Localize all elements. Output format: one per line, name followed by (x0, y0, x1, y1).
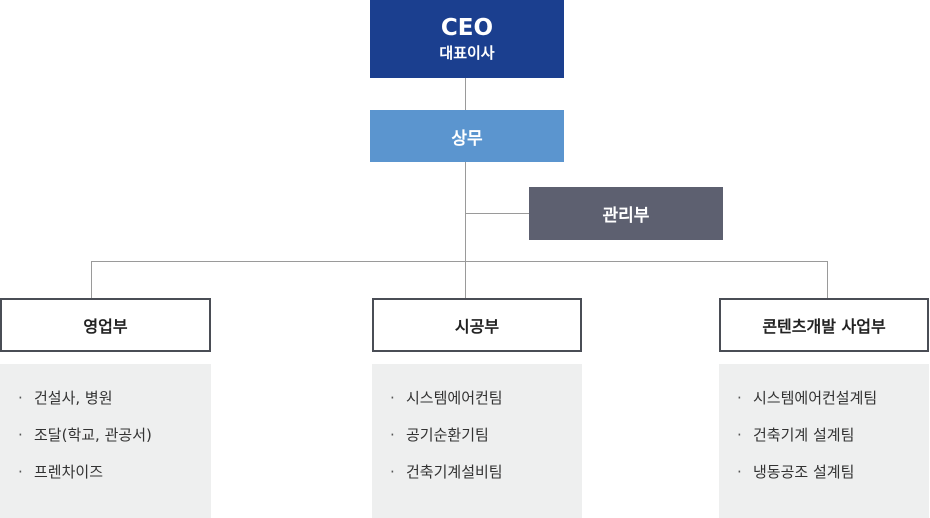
executive-label: 상무 (451, 128, 483, 149)
item-label: 건설사, 병원 (34, 389, 113, 407)
admin-box: 관리부 (529, 187, 723, 240)
bullet: · (18, 426, 23, 444)
bullet: · (737, 389, 742, 407)
connector-departments-bus (91, 261, 828, 262)
dept-panel-content-development: · 시스템에어컨설계팀 · 건축기계 설계팀 · 냉동공조 설계팀 (719, 364, 929, 518)
list-item: · 시스템에어컨설계팀 (719, 385, 929, 422)
dept-panel-construction: · 시스템에어컨팀 · 공기순환기팀 · 건축기계설비팀 (372, 364, 582, 518)
list-item: · 조달(학교, 관공서) (0, 422, 211, 459)
item-label: 건축기계설비팀 (406, 463, 503, 481)
dept-box-sales: 영업부 (0, 298, 211, 352)
bullet: · (18, 463, 23, 481)
executive-box: 상무 (370, 110, 564, 162)
dept-label: 영업부 (83, 317, 128, 336)
bullet: · (737, 426, 742, 444)
connector-ceo-executive (465, 78, 466, 110)
dept-label: 시공부 (454, 317, 500, 336)
bullet: · (18, 389, 23, 407)
bullet: · (390, 389, 395, 407)
dept-box-content-development: 콘텐츠개발 사업부 (719, 298, 929, 352)
list-item: · 건축기계설비팀 (372, 459, 582, 496)
ceo-title: CEO (440, 15, 494, 41)
dept-box-construction: 시공부 (372, 298, 582, 352)
connector-dept-content (827, 261, 828, 298)
item-label: 프렌차이즈 (34, 463, 104, 481)
item-label: 건축기계 설계팀 (753, 426, 855, 444)
list-item: · 프렌차이즈 (0, 459, 211, 496)
connector-executive-trunk (465, 162, 466, 298)
item-label: 냉동공조 설계팀 (753, 463, 855, 481)
item-label: 시스템에어컨설계팀 (753, 389, 878, 407)
list-item: · 시스템에어컨팀 (372, 385, 582, 422)
bullet: · (390, 463, 395, 481)
admin-label: 관리부 (602, 206, 650, 226)
connector-dept-sales (91, 261, 92, 298)
list-item: · 냉동공조 설계팀 (719, 459, 929, 496)
connector-admin-branch (465, 213, 529, 214)
dept-panel-sales: · 건설사, 병원 · 조달(학교, 관공서) · 프렌차이즈 (0, 364, 211, 518)
item-label: 조달(학교, 관공서) (34, 426, 152, 444)
item-label: 공기순환기팀 (406, 426, 489, 444)
ceo-box: CEO 대표이사 (370, 0, 564, 78)
bullet: · (390, 426, 395, 444)
list-item: · 건축기계 설계팀 (719, 422, 929, 459)
ceo-subtitle: 대표이사 (439, 44, 495, 62)
list-item: · 건설사, 병원 (0, 385, 211, 422)
list-item: · 공기순환기팀 (372, 422, 582, 459)
item-label: 시스템에어컨팀 (406, 389, 503, 407)
dept-label: 콘텐츠개발 사업부 (762, 317, 886, 336)
bullet: · (737, 463, 742, 481)
